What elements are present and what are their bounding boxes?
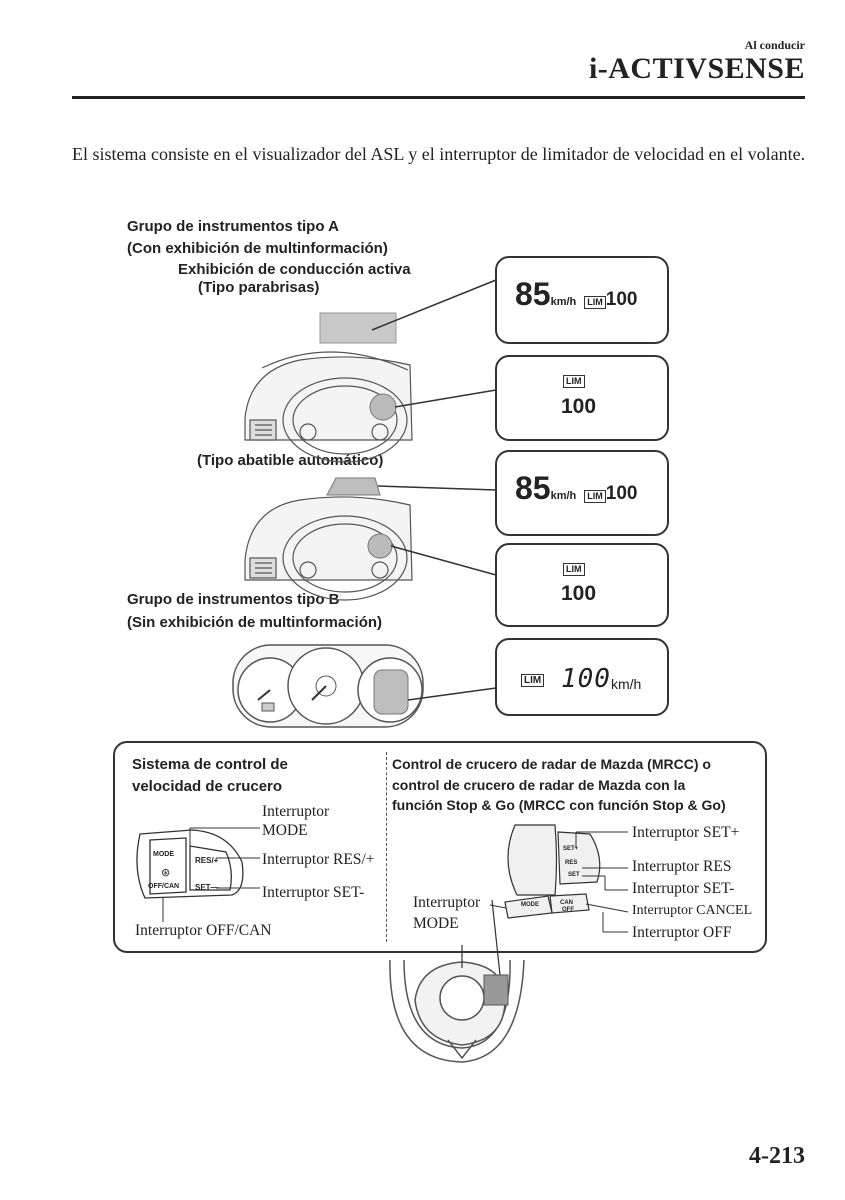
callout-mode-2: MODE [262,822,308,839]
page-title: i-ACTIVSENSE [588,52,805,85]
speed-limit-value: 100 [605,483,638,504]
callout-set-plus: Interruptor SET+ [632,824,740,841]
can-button[interactable]: CAN [560,900,573,906]
multi-info-display: LIM 100 [495,355,669,441]
callout-mode-r-2: MODE [413,915,459,932]
right-title-1: Control de crucero de radar de Mazda (MR… [392,756,711,772]
segment-unit: km/h [611,676,642,692]
callout-mode-1: Interruptor [262,803,330,820]
callout-cancel: Interruptor CANCEL [632,903,753,918]
group-a-subtitle: (Con exhibición de multinformación) [127,240,388,257]
res-plus-button[interactable]: RES/+ [195,856,219,865]
current-speed: 85 [515,470,551,506]
right-title-2: control de crucero de radar de Mazda con… [392,777,686,793]
speed-limit-value: 100 [561,395,597,418]
mode-button-r[interactable]: MODE [521,902,539,908]
segment-limit-value: 100 [561,664,611,694]
segment-display: LIM 100 km/h [495,638,669,716]
page-number: 4-213 [749,1143,805,1169]
off-can-button[interactable]: OFF/CAN [148,883,180,890]
lim-icon: LIM [584,490,606,503]
windshield-type-label: (Tipo parabrisas) [198,279,320,296]
set-button[interactable]: SET [568,872,580,878]
callout-set-minus: Interruptor SET- [262,884,365,901]
callout-res: Interruptor RES [632,858,732,875]
set-minus-button[interactable]: SET— [195,883,219,892]
off-button[interactable]: OFF [562,907,574,913]
header-divider [72,96,805,99]
intro-paragraph: El sistema consiste en el visualizador d… [72,144,806,164]
section-label: Al conducir [744,38,805,52]
group-b-title: Grupo de instrumentos tipo B [127,591,340,608]
speed-unit: km/h [550,296,577,308]
callout-off-can: Interruptor OFF/CAN [135,922,272,939]
speed-unit: km/h [550,490,577,502]
callout-set-minus-r: Interruptor SET- [632,880,735,897]
panel-divider [386,752,387,942]
callout-res-plus: Interruptor RES/+ [262,851,375,868]
current-speed: 85 [515,276,551,312]
active-display-label: Exhibición de conducción activa [178,261,411,278]
retractable-type-label: (Tipo abatible automático) [197,452,384,469]
mode-button[interactable]: MODE [153,851,174,858]
res-button[interactable]: RES [565,860,578,866]
right-title-3: función Stop & Go (MRCC con función Stop… [392,797,726,813]
lim-icon: LIM [563,375,585,388]
group-b-subtitle: (Sin exhibición de multinformación) [127,614,383,631]
lim-icon: LIM [521,674,545,687]
lim-icon: LIM [563,563,585,576]
group-a-title: Grupo de instrumentos tipo A [127,218,339,235]
set-plus-button[interactable]: SET+ [563,846,579,852]
speed-limit-value: 100 [561,582,597,605]
left-title-2: velocidad de crucero [132,778,283,795]
cruise-icon: ⊛ [161,866,171,879]
callout-mode-r-1: Interruptor [413,894,481,911]
callout-off: Interruptor OFF [632,924,732,941]
left-title-1: Sistema de control de [132,756,288,773]
speed-limit-value: 100 [605,289,638,310]
multi-info-display-2: LIM 100 [495,543,669,627]
lim-icon: LIM [584,296,606,309]
switch-panel [113,741,767,953]
